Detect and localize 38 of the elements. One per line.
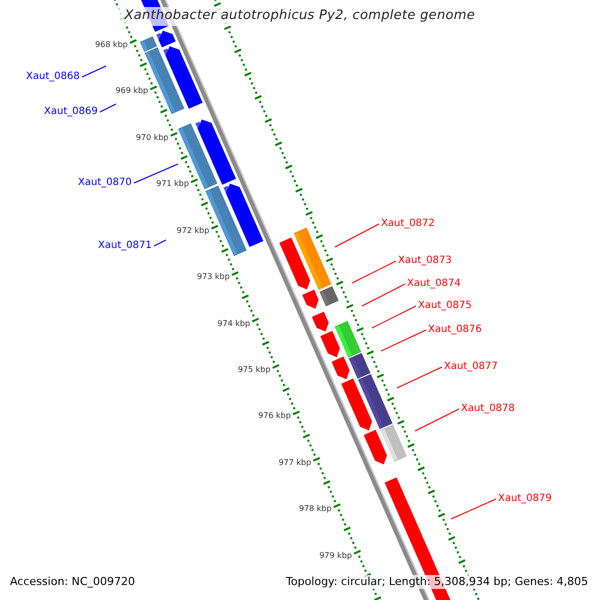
gene-label: Xaut_0873	[398, 255, 452, 266]
scale-label: 975 kbp	[238, 364, 270, 374]
gene-label: Xaut_0877	[444, 361, 498, 372]
scale-label: 969 kbp	[116, 86, 148, 96]
scale-label: 971 kbp	[156, 179, 189, 188]
scale-label: 978 kbp	[298, 504, 332, 514]
leader-line	[362, 284, 406, 306]
scale-label: 976 kbp	[258, 411, 291, 421]
gene-label: Xaut_0869	[44, 106, 98, 118]
gene-label: Xaut_0870	[78, 177, 132, 188]
scale-label: 979 kbp	[319, 550, 352, 560]
scale-label: 973 kbp	[197, 272, 230, 282]
gene-label: Xaut_0868	[26, 71, 80, 82]
scale-label: 977 kbp	[278, 458, 312, 467]
leader-line	[334, 224, 380, 248]
leader-line	[396, 366, 442, 388]
gene-label: Xaut_0871	[98, 240, 152, 252]
gene-label: Xaut_0879	[498, 493, 552, 504]
genome-info-text: Topology: circular; Length: 5,308,934 bp; Genes: 4,805	[284, 574, 590, 590]
leader-line	[100, 104, 116, 112]
accession-text: Accession: NC_009720	[8, 574, 138, 590]
scale-label: 968 kbp	[95, 40, 128, 50]
leader-line	[450, 498, 496, 520]
scale-label: 972 kbp	[176, 226, 210, 235]
leader-line	[380, 330, 426, 352]
leader-line	[82, 66, 106, 78]
scale-label: 970 kbp	[136, 132, 169, 142]
leader-line	[414, 408, 460, 432]
gene-label: Xaut_0874	[407, 278, 461, 290]
gene-label: Xaut_0875	[418, 300, 472, 312]
leader-line	[134, 164, 178, 184]
leader-line	[154, 240, 166, 246]
scale-label: 974 kbp	[217, 318, 250, 328]
gene-label: Xaut_0876	[428, 324, 482, 336]
leader-line	[352, 260, 396, 284]
gene-label: Xaut_0878	[461, 403, 515, 414]
gene-label: Xaut_0872	[381, 218, 435, 230]
leader-line	[372, 306, 416, 328]
